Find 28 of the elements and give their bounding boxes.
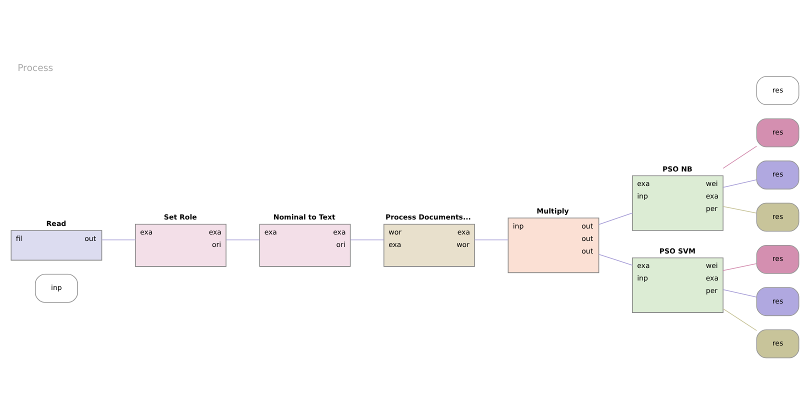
diagram-title: Process	[18, 62, 54, 74]
node-box: res	[756, 76, 800, 106]
node-label: Read	[46, 218, 66, 228]
node-box: res	[756, 202, 800, 232]
node-box: res	[756, 329, 800, 358]
connector	[598, 212, 633, 225]
connector	[101, 239, 136, 240]
connector	[226, 239, 260, 240]
connector	[722, 289, 758, 298]
connector	[722, 308, 758, 331]
connector	[722, 206, 758, 214]
connector	[722, 146, 758, 169]
connector	[722, 179, 758, 188]
connector	[598, 254, 633, 266]
node-label: Process Documents...	[385, 212, 471, 222]
node-box: res	[756, 160, 800, 190]
node-box: res	[756, 244, 800, 274]
node-label: Multiply	[536, 206, 569, 216]
node-label: Set Role	[164, 212, 197, 222]
node-label: PSO NB	[662, 164, 692, 174]
connector	[722, 263, 758, 271]
connector	[350, 239, 384, 240]
node-label: Nominal to Text	[273, 212, 336, 222]
connector	[474, 239, 508, 240]
node-box: res	[756, 287, 800, 316]
node-box: res	[756, 118, 800, 148]
node-label: PSO SVM	[659, 246, 696, 256]
node-box: inp	[34, 274, 78, 303]
